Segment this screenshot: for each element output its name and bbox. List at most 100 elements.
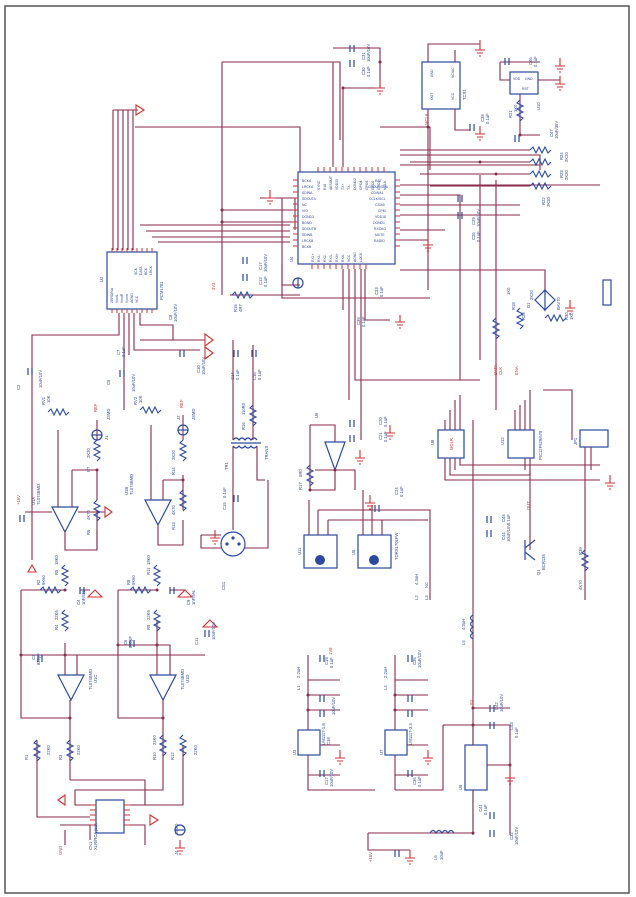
u4-pin-label: CDINA1 [371, 191, 384, 195]
u10-ref: U10 [536, 102, 541, 110]
q1-value: BCR135 [541, 554, 546, 570]
l4-ref: L4 [383, 685, 388, 690]
u1a-part: TL074BMD [36, 484, 41, 505]
c30-ref: C32 [509, 832, 514, 840]
u3-part: LM1117-1.8 [321, 723, 326, 745]
r22-ref: R22 [541, 197, 546, 205]
u4-pin-label: RADIO [374, 239, 385, 243]
c17-ref: C17 [324, 777, 329, 785]
u4-pin-label: RX4- [341, 254, 345, 262]
u2-power-network [31, 104, 214, 560]
u2-pin-label: VoutL [115, 294, 119, 303]
u10-pin-gnd: GND [525, 77, 533, 81]
u4-pin-label: RX2- [323, 254, 327, 262]
r14-ref: R14 [171, 467, 176, 475]
c21-value: 0.1uF [383, 431, 388, 442]
u4-pin-label: DGND3 [302, 215, 314, 219]
j2-ref: J2 [176, 415, 181, 420]
u2-ref: U2 [99, 276, 104, 282]
l4-value: 2.2uH [383, 667, 388, 678]
l2-value: 4.3uH [414, 574, 419, 585]
c14-ref: C14 [230, 372, 235, 380]
u4-pin-label: RXCKO [374, 227, 386, 231]
r7-value: 2K20 [86, 448, 91, 458]
c29-ref: C31 [361, 52, 366, 60]
capacitor-glyphs [19, 45, 520, 857]
r12-ref: R12 [170, 752, 175, 760]
u4-pin-label: CPM [378, 209, 386, 213]
net-ref: REF [93, 403, 98, 412]
opamp-u1b: U1B TL074BMD [124, 415, 184, 546]
u4-pin-label: RX1- [317, 254, 321, 262]
u4-pin-label: SDOUTA [302, 197, 317, 201]
u4-pin-label: CCLK/SCL [369, 197, 386, 201]
c21-ref: C21 [378, 432, 383, 440]
opamp-u1c: TL074BMD U1C [20, 589, 98, 780]
u4-pin-label: GPO2 [371, 180, 375, 190]
header-jp1: JP1 [573, 429, 609, 448]
c9-ref: C9 [186, 599, 191, 605]
l6-ref: L6 [433, 855, 438, 860]
u4-pin-label: BCKA [302, 179, 312, 183]
u4-pin-label: RX3- [329, 254, 333, 262]
r16-value: 110R0 [241, 402, 246, 415]
u4-pin-label: CS/A0 [375, 203, 385, 207]
r8-value: 5K60 [131, 575, 136, 585]
r10-value: 22K0 [152, 735, 157, 745]
chip-u10: VDD GND RST U10 [499, 61, 560, 136]
c12-value: 0.1uF [263, 276, 268, 287]
c5-value: 10uF/10V [131, 374, 136, 392]
net-data: DATA [493, 364, 498, 375]
u10-pin-rst: RST [522, 87, 529, 91]
u4-pin-label: AGND [353, 252, 357, 262]
l5-ref: L5 [461, 640, 466, 645]
u2-pin-label: VCC [135, 295, 139, 303]
cn2-part: XLR/RCA jack [93, 823, 98, 850]
u4-pin-label: TX+ [341, 184, 345, 190]
u4-pin-label: SDINB [302, 233, 313, 237]
l3-value: NC [424, 582, 429, 588]
u4-pin-label: MUTE [375, 233, 385, 237]
junction-dots [19, 60, 522, 835]
r30-value: 2K20 [529, 290, 534, 300]
u4-pin-label: NC [302, 203, 307, 207]
u4-pin-label: BCKB [302, 245, 312, 249]
c46-ref: C47 [549, 129, 554, 137]
u4-pin-label: RX1+ [311, 253, 315, 262]
u2-pins [111, 248, 153, 313]
c30-value: 10uF/10V [514, 827, 519, 845]
c15-ref: C15 [222, 502, 227, 510]
transformer-tr1: TR1 TRANS [224, 340, 269, 530]
buffer-u6: U6 [309, 412, 356, 491]
c41-ref: C42 [494, 702, 499, 710]
c41-value: 10uF/10V [499, 694, 504, 712]
c18-value: 10uF/10V [263, 254, 268, 272]
c26-value: 0.1uF [476, 231, 481, 242]
r17-ref: R17 [298, 482, 303, 490]
c44-value: 0.1uF [506, 514, 511, 525]
c33-value: 10uF/10V [417, 650, 422, 668]
inductor-l5: L5 [461, 614, 475, 645]
r9-value: 22K6 [146, 610, 151, 620]
r24-value: 2K20 [564, 152, 569, 162]
c10-ref: C10 [196, 365, 201, 373]
tcx1-pin-vcc: VCC [451, 92, 455, 100]
c44-ref: C45 [501, 514, 506, 522]
diode-d1: BAV70 [534, 288, 561, 312]
chip-u4: U4 BCKA LRCKA SDINA SDOUTA NC VIO DGND3 … [289, 167, 400, 269]
c3-ref: C3 [31, 654, 36, 660]
c7-ref: C7 [116, 349, 121, 355]
u7-ref: U7 [379, 749, 384, 755]
opamp-u1a: U1A TL074BMD [25, 420, 105, 551]
l5-value: 4.3uH [461, 619, 466, 630]
r2-ref: R2 [36, 579, 41, 585]
j2-value: JSMD [191, 409, 196, 420]
u4-pin-label: SDOUTB [302, 227, 317, 231]
u4-pin-label: RX4+ [335, 253, 339, 262]
u2-pin-label: SCK [134, 267, 138, 275]
u5-part: TORX1701FW [394, 533, 399, 560]
c17-value: 10uF/10V [329, 769, 334, 787]
r5-ref: R5 [54, 569, 59, 575]
c5-ref: C5 [106, 379, 111, 385]
